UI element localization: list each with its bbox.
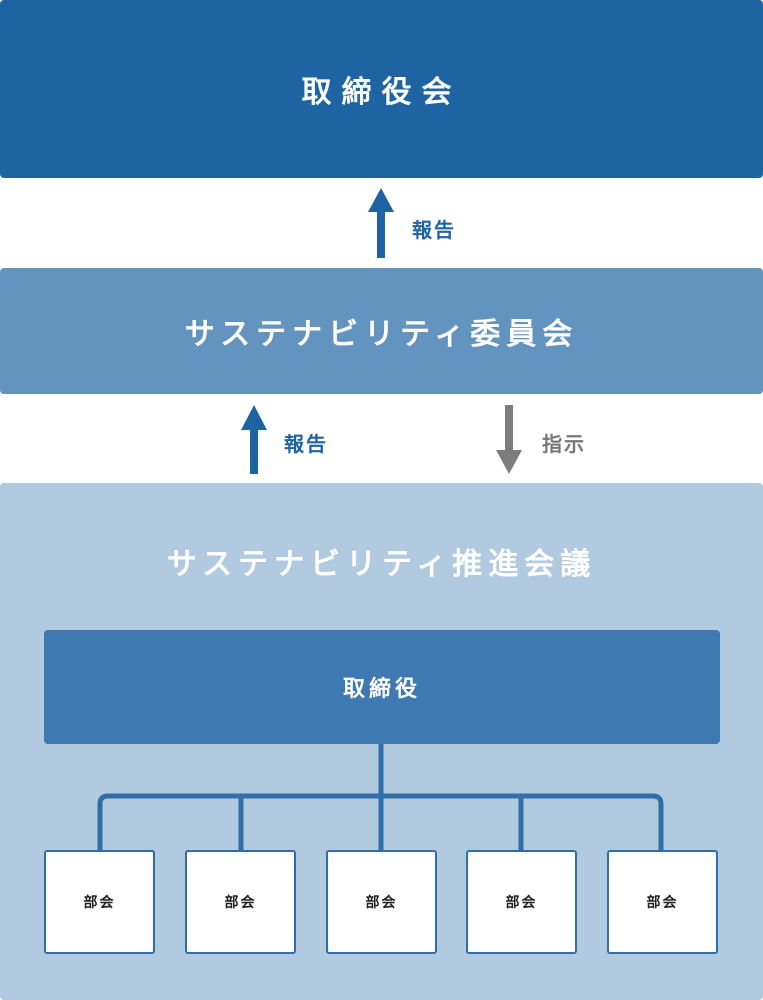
subcommittee-box: 部会 [185, 850, 296, 954]
subcommittee-box: 部会 [44, 850, 155, 954]
subcommittee-box: 部会 [607, 850, 718, 954]
board-of-directors-box: 取締役会 [0, 0, 763, 178]
tree-connector [97, 744, 664, 852]
board-label: 取締役会 [301, 75, 462, 110]
subcommittee-label: 部会 [83, 895, 116, 911]
report-label-lower: 報告 [284, 432, 328, 456]
subcommittee-box: 部会 [326, 850, 437, 954]
up-arrow-icon [241, 405, 267, 474]
subcommittee-label: 部会 [224, 895, 257, 911]
committee-label: サステナビリティ委員会 [184, 317, 579, 352]
instruction-label: 指示 [542, 432, 586, 456]
subcommittee-box: 部会 [466, 850, 577, 954]
directors-box: 取締役 [44, 630, 720, 744]
council-title: サステナビリティ推進会議 [166, 547, 597, 582]
subcommittee-label: 部会 [646, 895, 679, 911]
sustainability-committee-box: サステナビリティ委員会 [0, 268, 763, 394]
directors-label: 取締役 [342, 677, 421, 702]
subcommittee-label: 部会 [505, 895, 538, 911]
subcommittee-label: 部会 [365, 895, 398, 911]
up-arrow-icon [368, 188, 394, 258]
down-arrow-icon [496, 405, 522, 474]
report-label-upper: 報告 [412, 218, 456, 242]
